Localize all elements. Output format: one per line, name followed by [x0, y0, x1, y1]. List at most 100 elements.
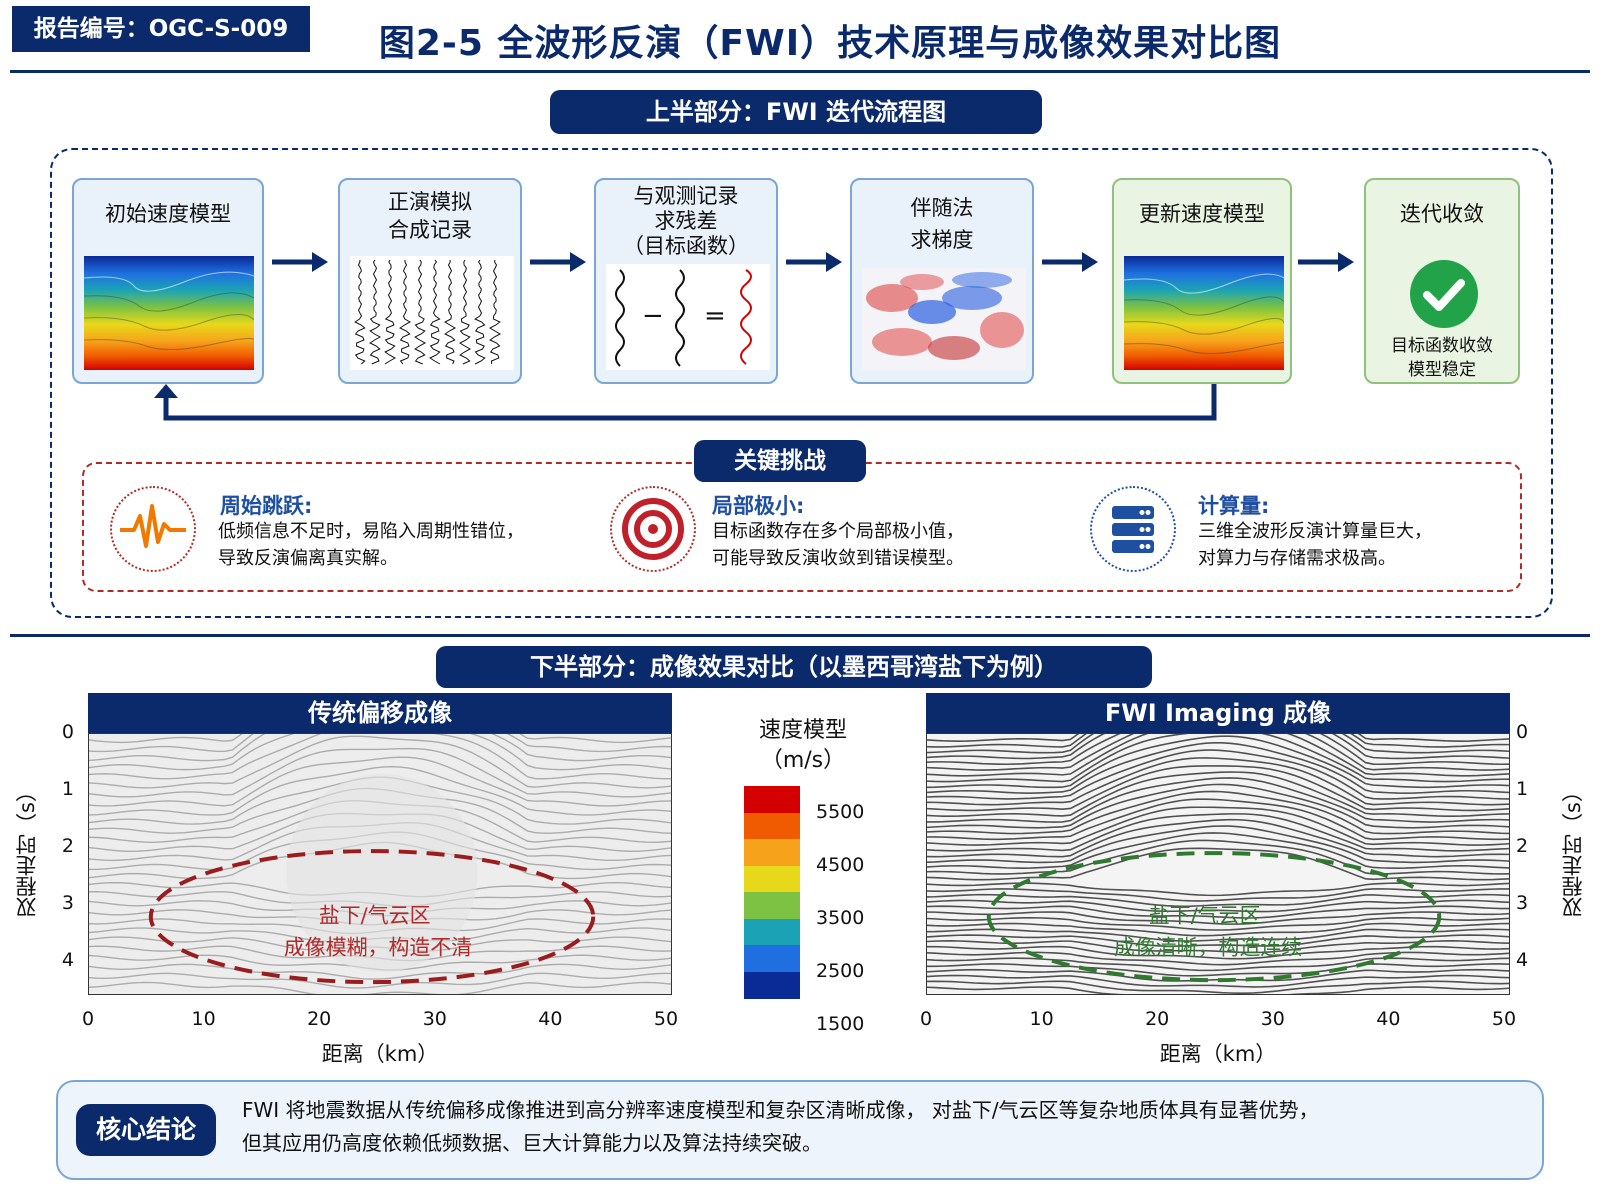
reflector-line: [927, 783, 1509, 829]
step-residual: 与观测记录 求残差 （目标函数） − =: [594, 178, 778, 384]
fwi-imaging-image: 盐下/气云区 成像清晰，构造连续: [926, 733, 1510, 995]
reflector-line: [927, 980, 1509, 994]
reflector-line: [89, 972, 671, 989]
right-x-tick-label: 20: [1145, 1008, 1170, 1030]
left-x-tick-label: 0: [81, 1008, 95, 1030]
reflector-line: [927, 777, 1509, 823]
reflector-line: [89, 756, 671, 807]
right-y-tick-label: 3: [1516, 891, 1529, 914]
check-icon: [1410, 260, 1478, 328]
reflector-line: [927, 742, 1509, 794]
reflector-line: [927, 940, 1509, 954]
left-y-axis-title: 双程走时（s）: [15, 781, 39, 919]
reflector-line: [89, 963, 671, 980]
colorbar-segment: [744, 971, 800, 999]
reflector-line: [927, 734, 1509, 771]
flow-arrow-icon: [272, 250, 328, 274]
left-x-tick-label: 50: [653, 1008, 679, 1030]
challenge-text: 三维全波形反演计算量巨大， 对算力与存储需求极高。: [1198, 521, 1432, 569]
step-initial-model: 初始速度模型: [72, 178, 264, 384]
legend-title: 速度模型 （m/s）: [758, 718, 847, 773]
legend-tick-label: 4500: [816, 853, 865, 876]
left-x-tick-label: 10: [191, 1008, 216, 1030]
reflector-line: [927, 818, 1509, 858]
svg-text:盐下/气云区 成像模糊，构造不清: 盐下/气云区 成像模糊，构造不清: [284, 904, 472, 960]
reflector-line: [927, 893, 1509, 908]
residual-traces-image: − =: [606, 264, 770, 370]
challenge-title: 计算量:: [1198, 494, 1270, 518]
right-x-tick-label: 40: [1376, 1008, 1401, 1030]
challenge-text: 目标函数存在多个局部极小值， 可能导致反演收敛到错误模型。: [712, 521, 964, 569]
colorbar-segment: [744, 865, 800, 893]
reflector-line: [927, 928, 1509, 942]
reflector-line: [927, 825, 1509, 864]
left-panel-title: 传统偏移成像: [88, 693, 672, 733]
right-y-axis-title: 双程走时（s）: [1561, 781, 1585, 919]
flow-arrow-icon: [786, 250, 842, 274]
convergence-note: 目标函数收敛 模型稳定: [1391, 336, 1493, 380]
right-y-tick-label: 0: [1516, 721, 1529, 743]
legend-tick-label: 1500: [816, 1012, 865, 1035]
colorbar-segment: [744, 812, 800, 840]
left-y-tick-label: 2: [61, 834, 74, 857]
left-annotation-line2: 成像模糊，构造不清: [284, 935, 472, 959]
server-icon: [1090, 486, 1176, 572]
reflector-line: [927, 957, 1509, 972]
reflector-line: [927, 916, 1509, 931]
reflector-line: [927, 735, 1509, 789]
left-y-tick-label: 4: [61, 948, 74, 971]
colorbar-segment: [744, 839, 800, 866]
reflector-line: [927, 734, 1509, 777]
seismic-trace: [488, 259, 502, 365]
seismic-trace: [443, 259, 457, 365]
right-x-tick-label: 10: [1029, 1008, 1054, 1030]
seismic-trace: [354, 259, 366, 365]
step-update-model: 更新速度模型: [1112, 178, 1292, 384]
bottom-section-title: 下半部分：成像效果对比（以墨西哥湾盐下为例）: [436, 646, 1152, 688]
seismic-trace: [474, 259, 486, 365]
reflector-line: [927, 757, 1509, 806]
seismic-trace: [458, 259, 472, 365]
left-x-axis-title: 距离（km）: [321, 1042, 439, 1066]
left-x-tick-label: 20: [307, 1008, 332, 1030]
conclusion-label: 核心结论: [76, 1104, 216, 1156]
reflector-line: [927, 974, 1509, 988]
seismic-trace: [414, 259, 427, 365]
step-label: 迭代收敛: [1400, 202, 1484, 226]
reflector-line: [89, 747, 671, 798]
page-title: 图2-5 全波形反演（FWI）技术原理与成像效果对比图: [378, 23, 1282, 64]
reflector-line: [927, 905, 1509, 919]
colorbar-segment: [744, 918, 800, 946]
flow-frame: [50, 148, 1553, 618]
seismic-trace: [429, 259, 441, 365]
right-panel-title: FWI Imaging 成像: [926, 693, 1510, 733]
challenge-title: 局部极小:: [712, 494, 805, 518]
svg-text:盐下/气云区 成像清晰，构造连续: 盐下/气云区 成像清晰，构造连续: [1114, 904, 1302, 960]
reflector-line: [89, 734, 671, 780]
reflector-line: [927, 813, 1509, 852]
colorbar-segment: [744, 945, 800, 972]
reflector-line: [927, 765, 1509, 812]
reflector-line: [927, 839, 1509, 875]
step-label: 初始速度模型: [105, 202, 231, 226]
step-label: 正演模拟 合成记录: [388, 190, 472, 242]
reflector-line: [927, 734, 1509, 754]
left-annotation-line1: 盐下/气云区: [319, 904, 431, 928]
right-annotation-line1: 盐下/气云区: [1149, 904, 1261, 928]
left-x-tick-label: 40: [538, 1008, 563, 1030]
reflector-line: [927, 899, 1509, 913]
flow-arrow-icon: [1298, 250, 1354, 274]
colorbar-segment: [744, 786, 800, 813]
minus-sign: −: [642, 301, 664, 331]
reflector-line: [89, 981, 671, 994]
step-converged: 迭代收敛 目标函数收敛 模型稳定: [1364, 178, 1520, 384]
target-icon: [610, 486, 696, 572]
step-label: 更新速度模型: [1139, 202, 1265, 226]
right-x-tick-label: 30: [1260, 1008, 1285, 1030]
equals-sign: =: [704, 301, 726, 331]
reflector-line: [89, 734, 671, 771]
updated-model-image: [1124, 256, 1284, 370]
reflector-line: [89, 734, 671, 762]
reflector-line: [927, 734, 1509, 760]
legend-tick-label: 3500: [816, 906, 865, 929]
